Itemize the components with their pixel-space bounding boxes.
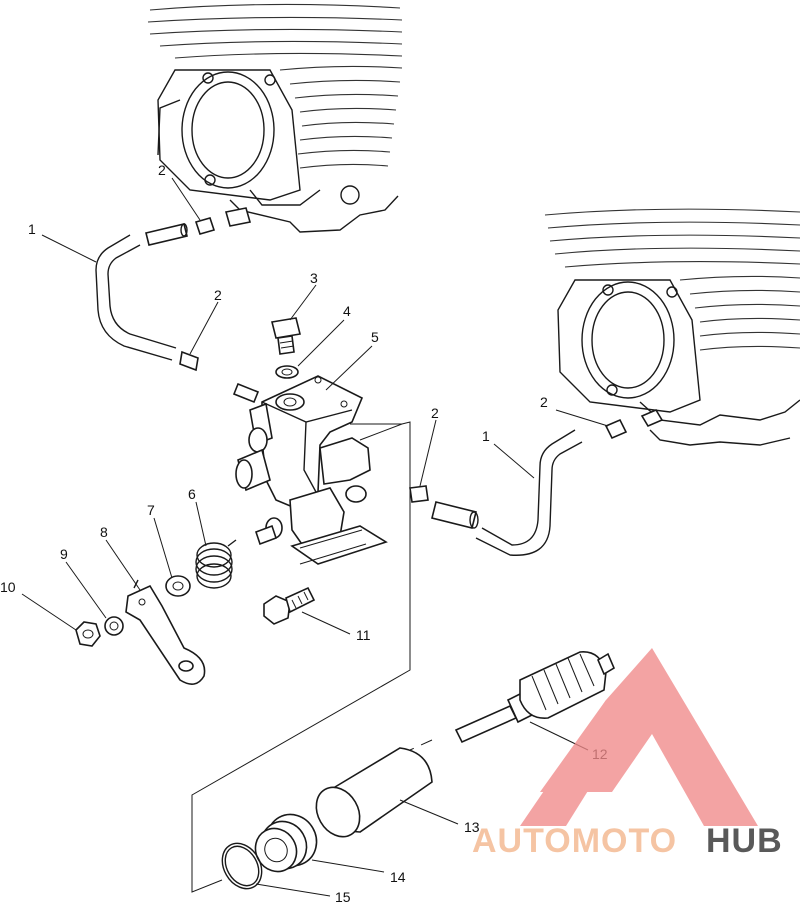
leader-lines — [21, 177, 609, 897]
watermark-triangle-left-icon — [520, 700, 626, 826]
watermark-text-secondary: HUB — [706, 822, 783, 860]
engine-cylinder-right — [544, 208, 800, 446]
lock-washer — [104, 616, 124, 636]
return-spring — [195, 539, 237, 589]
hose-left — [95, 223, 188, 361]
o-ring — [221, 842, 263, 890]
flat-washer — [165, 575, 191, 597]
callout-3: 3 — [310, 270, 318, 286]
hose-clamp — [179, 207, 628, 503]
callout-11: 11 — [356, 627, 371, 643]
pump-sleeve — [315, 747, 433, 838]
callout-2-top: 2 — [158, 162, 166, 178]
engine-cylinder-upper — [147, 3, 403, 233]
callout-8: 8 — [100, 524, 108, 540]
callout-15: 15 — [335, 889, 351, 904]
pump-control-lever — [125, 579, 206, 685]
callout-14: 14 — [390, 869, 406, 885]
oil-seal — [254, 813, 318, 873]
watermark-logo: AUTOMOTO HUB — [472, 648, 783, 860]
banjo-bolt — [271, 317, 301, 355]
callout-10: 10 — [0, 579, 16, 595]
callout-5: 5 — [371, 329, 379, 345]
callout-9: 9 — [60, 546, 68, 562]
callout-2-right-a: 2 — [431, 405, 439, 421]
callout-13: 13 — [464, 819, 480, 835]
callout-1-right: 1 — [482, 428, 490, 444]
oil-pump-body — [235, 375, 388, 565]
callout-2-middle: 2 — [214, 287, 222, 303]
watermark-triangle-icon — [540, 648, 758, 826]
callout-6: 6 — [188, 486, 196, 502]
assembly-guide-lines — [191, 421, 433, 893]
hex-nut — [75, 621, 101, 647]
callout-4: 4 — [343, 303, 351, 319]
pump-drive-gear — [454, 651, 616, 744]
sealing-washer — [275, 365, 299, 379]
callout-7: 7 — [147, 502, 155, 518]
hose-right — [431, 429, 583, 556]
watermark-text-primary: AUTOMOTO — [472, 822, 677, 860]
callout-2-right-b: 2 — [540, 394, 548, 410]
callout-1-left: 1 — [28, 221, 36, 237]
callout-labels: 1 2 2 3 4 5 6 7 8 9 10 11 2 1 2 12 13 14… — [0, 162, 608, 904]
watermark-triangle-inner-icon — [620, 740, 690, 808]
mounting-bolt — [263, 586, 316, 625]
